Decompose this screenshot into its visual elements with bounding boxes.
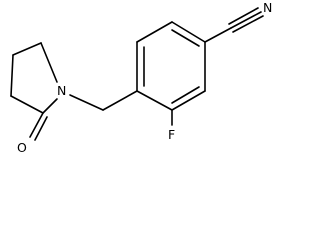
bond-n-ch2 [69, 94, 104, 111]
bond-n-c5 [40, 42, 58, 83]
bond-c2-o-2 [34, 116, 48, 141]
atom-label-ring-nitrogen: N [57, 83, 66, 98]
atom-label-fluorine: F [168, 127, 175, 142]
bond-c-cn [204, 27, 232, 43]
triple-bond-3 [232, 15, 264, 33]
triple-bond-2 [228, 7, 259, 25]
bond-ch2-aryl [102, 90, 138, 111]
bond-inner-c5-c6 [171, 86, 200, 104]
bond-c3-c4 [171, 21, 206, 43]
atom-label-carbonyl-oxygen: O [17, 140, 27, 155]
benzene-ring [136, 21, 206, 111]
bond-c5-c6 [171, 90, 206, 111]
bond-c5-c4 [12, 42, 42, 56]
bond-inner-c3-c4 [171, 29, 200, 47]
bond-c2-c3 [136, 21, 173, 43]
triple-bond-1 [230, 11, 262, 29]
nitrile-group [204, 7, 264, 43]
pyrrolidinone-ring [10, 42, 58, 141]
molecule-structure-diagram: N O F N [10, 0, 272, 155]
bond-c3-c2 [10, 95, 44, 114]
bond-c2-o-1 [29, 112, 44, 138]
bond-c4-c3 [10, 54, 14, 97]
atom-label-nitrile-nitrogen: N [263, 0, 272, 15]
methylene-linker [69, 90, 138, 111]
bond-c6-c1 [136, 90, 173, 111]
bond-c2-n [42, 98, 58, 114]
